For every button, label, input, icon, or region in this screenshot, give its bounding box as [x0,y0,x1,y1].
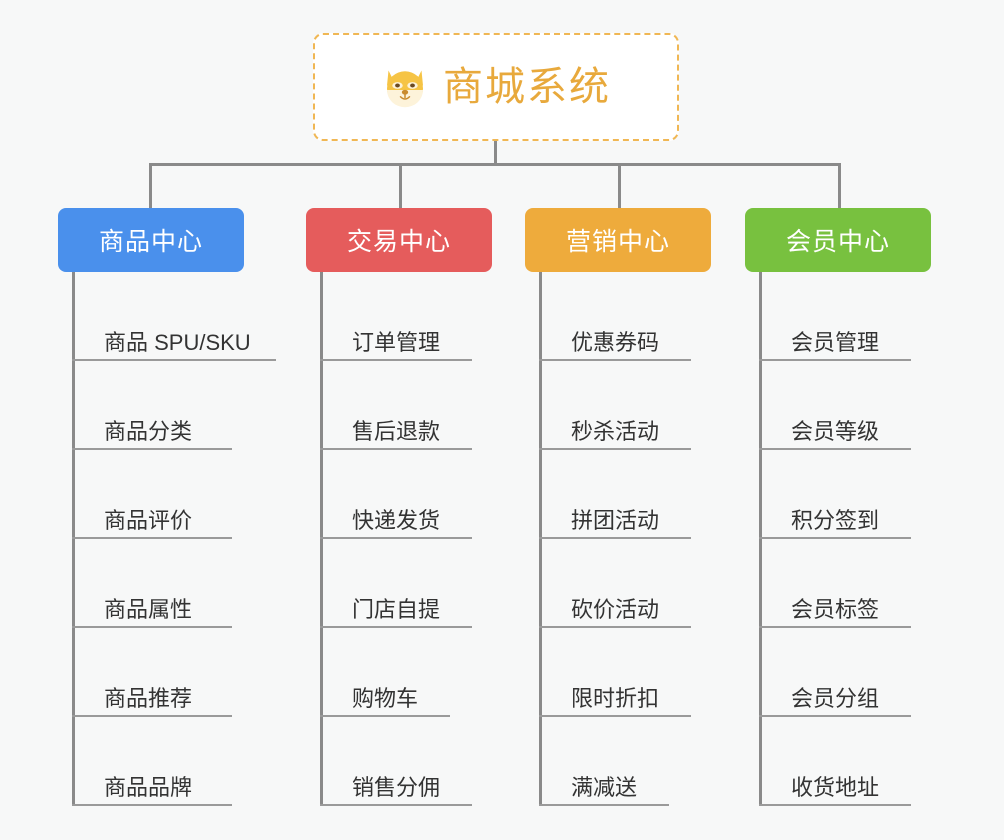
leaf-label: 商品属性 [104,596,193,622]
leaf-item[interactable]: 积分签到 [759,450,911,539]
leaf-item[interactable]: 商品 SPU/SKU [72,272,276,361]
branch-header-trade-center[interactable]: 交易中心 [306,208,492,272]
leaf-label: 销售分佣 [352,774,441,800]
branch-header-member-center[interactable]: 会员中心 [745,208,931,272]
leaf-label: 拼团活动 [571,507,660,533]
leaf-label: 商品分类 [104,418,193,444]
leaf-item[interactable]: 购物车 [320,628,450,717]
connector-drop-marketing-center [618,163,621,210]
leaf-label: 满减送 [571,774,638,800]
leaf-label: 会员标签 [791,596,880,622]
connector-root-stem [494,141,497,165]
leaf-item[interactable]: 满减送 [539,717,669,806]
leaf-item[interactable]: 优惠券码 [539,272,691,361]
leaf-item[interactable]: 订单管理 [320,272,472,361]
connector-horizontal-bus [150,163,840,166]
connector-drop-member-center [838,163,841,210]
branch-header-product-center[interactable]: 商品中心 [58,208,244,272]
leaf-item[interactable]: 会员标签 [759,539,911,628]
leaf-label: 商品品牌 [104,774,193,800]
branch-spine-member-center [759,272,762,806]
leaf-label: 砍价活动 [571,596,660,622]
connector-drop-product-center [149,163,152,210]
branch-spine-trade-center [320,272,323,806]
leaf-item[interactable]: 会员等级 [759,361,911,450]
leaf-label: 快递发货 [352,507,441,533]
leaf-item[interactable]: 商品属性 [72,539,232,628]
branch-header-label: 交易中心 [346,228,451,256]
branch-header-label: 会员中心 [785,228,890,256]
branch-spine-marketing-center [539,272,542,806]
branch-header-label: 营销中心 [565,228,670,256]
leaf-item[interactable]: 售后退款 [320,361,472,450]
leaf-item[interactable]: 商品评价 [72,450,232,539]
leaf-item[interactable]: 销售分佣 [320,717,472,806]
leaf-label: 优惠券码 [571,329,660,355]
leaf-item[interactable]: 收货地址 [759,717,911,806]
leaf-label: 限时折扣 [571,685,660,711]
leaf-item[interactable]: 门店自提 [320,539,472,628]
leaf-item[interactable]: 秒杀活动 [539,361,691,450]
leaf-label: 会员等级 [791,418,880,444]
leaf-label: 积分签到 [791,507,880,533]
leaf-label: 商品 SPU/SKU [104,329,251,355]
leaf-item[interactable]: 会员管理 [759,272,911,361]
leaf-item[interactable]: 砍价活动 [539,539,691,628]
branch-spine-product-center [72,272,75,806]
leaf-item[interactable]: 拼团活动 [539,450,691,539]
leaf-label: 会员管理 [791,329,880,355]
leaf-item[interactable]: 商品推荐 [72,628,232,717]
leaf-label: 售后退款 [352,418,441,444]
leaf-item[interactable]: 会员分组 [759,628,911,717]
leaf-label: 秒杀活动 [571,418,660,444]
leaf-label: 商品评价 [104,507,193,533]
leaf-item[interactable]: 快递发货 [320,450,472,539]
leaf-label: 收货地址 [791,774,880,800]
root-node[interactable]: 商城系统 [313,33,679,141]
leaf-item[interactable]: 商品分类 [72,361,232,450]
shiba-inu-dog-face-icon [381,63,429,111]
branch-header-marketing-center[interactable]: 营销中心 [525,208,711,272]
leaf-label: 订单管理 [352,329,441,355]
leaf-item[interactable]: 限时折扣 [539,628,691,717]
leaf-item[interactable]: 商品品牌 [72,717,232,806]
root-title: 商城系统 [443,65,611,109]
connector-drop-trade-center [399,163,402,210]
leaf-label: 门店自提 [352,596,441,622]
leaf-label: 商品推荐 [104,685,193,711]
leaf-label: 购物车 [352,685,419,711]
leaf-label: 会员分组 [791,685,880,711]
branch-header-label: 商品中心 [98,228,203,256]
